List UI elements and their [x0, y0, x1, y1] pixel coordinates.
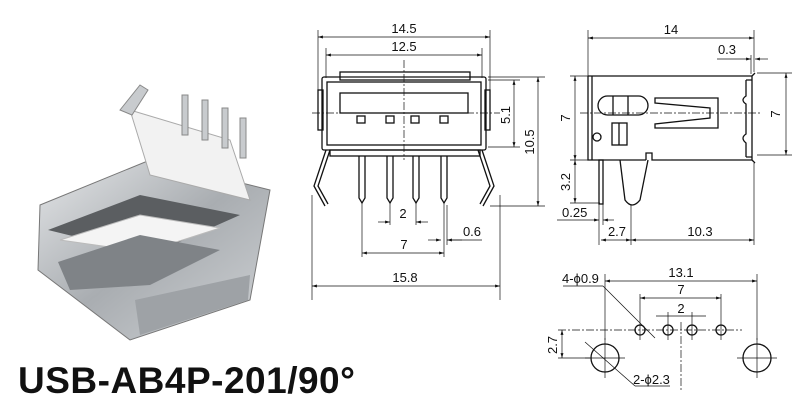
pins: [358, 156, 448, 205]
dim-width-outer: 14.5: [391, 21, 416, 36]
dim-width-inner: 12.5: [391, 39, 416, 54]
dim-slot-height: 5.1: [498, 106, 513, 124]
label-large-holes: 2-ϕ2.3: [633, 372, 670, 387]
dim-footprint-pin-span: 7: [677, 282, 684, 297]
dim-footprint-pitch: 2: [677, 301, 684, 316]
side-view: 14 0.3 7 7 3.2 0.25 2.7 10.3: [557, 22, 792, 245]
dim-pin-length: 3.2: [558, 173, 573, 191]
dim-pin-span: 7: [400, 237, 407, 252]
contacts: [356, 115, 449, 124]
dim-tab: 0.3: [718, 42, 736, 57]
dim-height-right: 7: [768, 110, 783, 117]
dim-footprint-span: 13.1: [668, 265, 693, 280]
connector-photo: [37, 84, 271, 341]
dim-row-offset: 2.7: [545, 336, 560, 354]
dim-pin-width: 0.6: [463, 224, 481, 239]
dim-leg-span: 15.8: [392, 270, 417, 285]
dim-pin-thickness: 0.25: [562, 205, 587, 220]
dim-total-height: 10.5: [522, 129, 537, 154]
dim-pin-pitch: 2: [399, 206, 406, 221]
front-view: 14.5 12.5 5.1 10.5 2 7 0.6 15.8: [311, 21, 545, 300]
dim-peg-distance: 10.3: [687, 224, 712, 239]
dim-height-left: 7: [558, 114, 573, 121]
part-number-title: USB-AB4P-201/90°: [18, 360, 356, 401]
label-small-holes: 4-ϕ0.9: [562, 271, 599, 286]
dim-length: 14: [664, 22, 678, 37]
pcb-footprint: 13.1 7 2 2.7 4-ϕ0.9 2-ϕ2.3: [545, 265, 777, 390]
dim-pin-offset: 2.7: [608, 224, 626, 239]
